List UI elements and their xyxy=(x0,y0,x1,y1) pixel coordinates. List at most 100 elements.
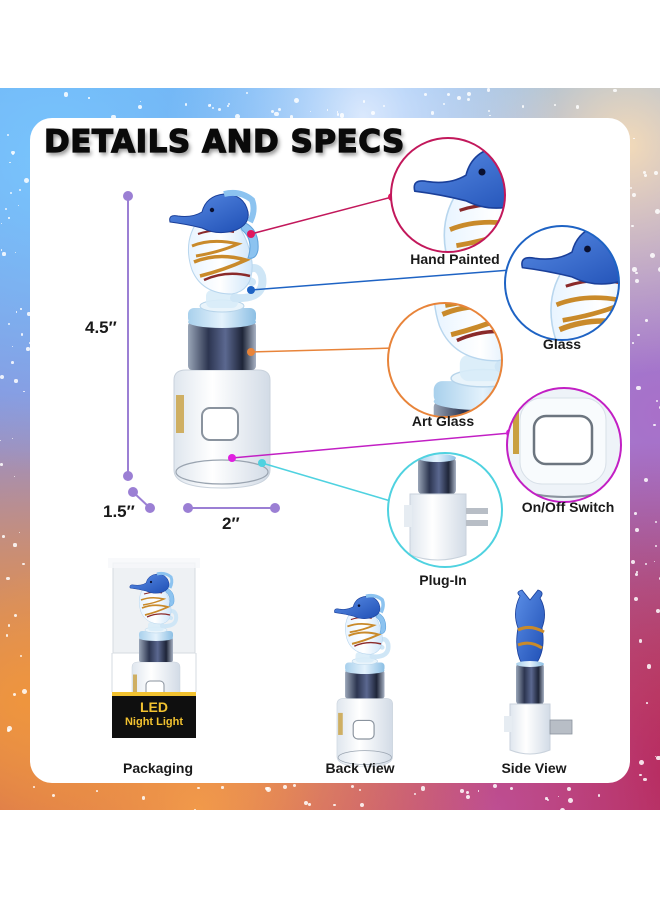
sparkle-dot xyxy=(19,655,22,658)
sparkle-dot xyxy=(9,191,13,195)
sparkle-dot xyxy=(11,150,15,155)
sparkle-dot xyxy=(278,107,282,111)
sparkle-dot xyxy=(382,105,386,108)
sparkle-dot xyxy=(266,786,272,792)
callout-label-art-glass: Art Glass xyxy=(411,413,475,429)
packaging-badge-line1: LED xyxy=(140,699,168,715)
sparkle-dot xyxy=(14,379,18,383)
sparkle-dot xyxy=(10,361,14,364)
sparkle-dot xyxy=(270,110,274,113)
callout-label-glass: Glass xyxy=(542,336,582,352)
sparkle-dot xyxy=(12,438,14,440)
sparkle-dot xyxy=(23,390,25,393)
sparkle-dot xyxy=(567,797,573,803)
sparkle-dot xyxy=(310,110,312,112)
sparkle-dot xyxy=(493,784,498,789)
sparkle-dot xyxy=(639,773,642,777)
sparkle-dot xyxy=(636,571,638,573)
sparkle-dot xyxy=(559,807,565,813)
sparkle-dot xyxy=(15,311,18,313)
closeup-switch xyxy=(506,387,622,503)
sparkle-dot xyxy=(235,114,241,119)
sparkle-dot xyxy=(655,208,660,214)
sparkle-dot xyxy=(9,161,11,164)
sparkle-dot xyxy=(658,267,660,272)
sparkle-dot xyxy=(293,784,297,788)
sparkle-dot xyxy=(632,341,634,344)
sparkle-dot xyxy=(655,755,660,761)
sparkle-dot xyxy=(51,794,55,798)
sparkle-dot xyxy=(639,759,644,765)
sparkle-dot xyxy=(137,104,142,109)
sparkle-dot xyxy=(423,93,427,97)
sparkle-dot xyxy=(443,102,446,105)
sparkle-dot xyxy=(467,91,472,97)
sparkle-dot xyxy=(653,423,656,427)
sparkle-dot xyxy=(33,786,35,788)
sparkle-dot xyxy=(308,803,311,806)
sparkle-dot xyxy=(630,560,635,565)
sparkle-dot xyxy=(554,104,556,106)
sparkle-dot xyxy=(13,475,16,478)
sparkle-dot xyxy=(489,115,491,117)
sparkle-dot xyxy=(486,88,491,92)
sparkle-dot xyxy=(638,639,642,643)
main-product-image xyxy=(170,193,270,488)
sparkle-dot xyxy=(8,217,10,219)
sparkle-dot xyxy=(184,102,188,106)
sparkle-dot xyxy=(336,110,339,113)
sparkle-dot xyxy=(12,153,15,155)
sparkle-dot xyxy=(194,808,197,811)
side-view-image xyxy=(504,589,573,755)
sparkle-dot xyxy=(358,789,361,792)
view-label-back-view: Back View xyxy=(325,760,395,776)
sparkle-dot xyxy=(362,100,366,103)
sparkle-dot xyxy=(597,794,601,797)
sparkle-dot xyxy=(245,92,248,95)
sparkle-dot xyxy=(575,105,580,110)
sparkle-dot xyxy=(351,785,355,789)
packaging-badge-line2: Night Light xyxy=(124,716,184,728)
packaging-badge: LED Night Light xyxy=(112,700,196,730)
sparkle-dot xyxy=(19,189,22,192)
sparkle-dot xyxy=(88,97,90,99)
sparkle-dot xyxy=(370,110,375,115)
sparkle-dot xyxy=(646,664,652,669)
sparkle-dot xyxy=(227,105,229,107)
sparkle-dot xyxy=(0,222,3,224)
view-label-side-view: Side View xyxy=(501,760,567,776)
page-title: DETAILS AND SPECS xyxy=(43,123,405,160)
closeup-art-glass xyxy=(387,302,503,418)
sparkle-dot xyxy=(430,111,434,115)
sparkle-dot xyxy=(631,267,637,272)
packaging-image xyxy=(108,558,200,738)
sparkle-dot xyxy=(545,797,548,800)
sparkle-dot xyxy=(7,323,10,326)
sparkle-dot xyxy=(414,793,417,796)
sparkle-dot xyxy=(630,186,633,189)
sparkle-dot xyxy=(13,543,17,547)
dimension-lines xyxy=(123,191,280,513)
sparkle-dot xyxy=(336,113,340,116)
depth-dimension-label: 1.5″ xyxy=(103,502,135,521)
sparkle-dot xyxy=(643,777,647,782)
sparkle-dot xyxy=(633,596,639,602)
sparkle-dot xyxy=(20,333,23,336)
sparkle-dot xyxy=(460,789,465,794)
sparkle-dot xyxy=(20,308,22,310)
sparkle-dot xyxy=(654,170,659,175)
sparkle-dot xyxy=(635,573,638,576)
sparkle-dot xyxy=(339,113,345,119)
sparkle-dot xyxy=(303,801,308,806)
sparkle-dot xyxy=(6,576,10,581)
sparkle-dot xyxy=(631,193,636,198)
sparkle-dot xyxy=(655,399,658,402)
sparkle-dot xyxy=(465,791,470,795)
back-view-image xyxy=(334,596,392,767)
sparkle-dot xyxy=(0,249,3,251)
sparkle-dot xyxy=(509,786,514,791)
sparkle-dot xyxy=(7,729,11,733)
sparkle-dot xyxy=(274,111,279,117)
sparkle-dot xyxy=(644,174,648,178)
